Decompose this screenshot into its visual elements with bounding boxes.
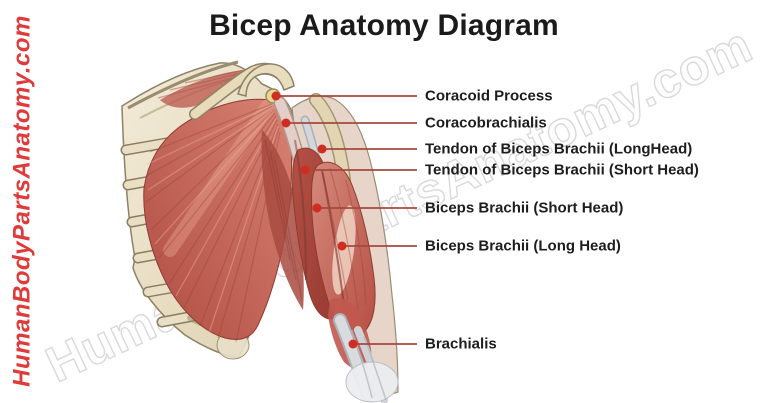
annotation-label-biceps-long-head: Biceps Brachii (Long Head) xyxy=(425,237,621,255)
annotation-leader-lines xyxy=(276,95,417,345)
page-title: Bicep Anatomy Diagram xyxy=(209,9,559,42)
annotation-label-coracobrachialis: Coracobrachialis xyxy=(425,114,547,132)
annotation-dot xyxy=(317,144,327,154)
annotation-dot xyxy=(300,165,310,175)
annotation-label-tendon-short-head: Tendon of Biceps Brachii (Short Head) xyxy=(425,161,699,179)
annotation-dot xyxy=(337,241,347,251)
annotation-dot xyxy=(271,91,281,101)
annotation-dots xyxy=(271,91,358,349)
annotation-label-biceps-short-head: Biceps Brachii (Short Head) xyxy=(425,199,624,217)
annotation-dot xyxy=(312,203,322,213)
annotation-label-brachialis: Brachialis xyxy=(425,335,497,353)
annotation-dot xyxy=(348,339,358,349)
side-branding-text: HumanBodyPartsAnatomy.com xyxy=(8,15,36,387)
annotation-label-coracoid-process: Coracoid Process xyxy=(425,87,553,105)
annotation-label-tendon-long-head: Tendon of Biceps Brachii (LongHead) xyxy=(425,140,693,158)
pectoralis-muscle-illustration xyxy=(143,69,304,343)
annotation-dot xyxy=(281,118,291,128)
